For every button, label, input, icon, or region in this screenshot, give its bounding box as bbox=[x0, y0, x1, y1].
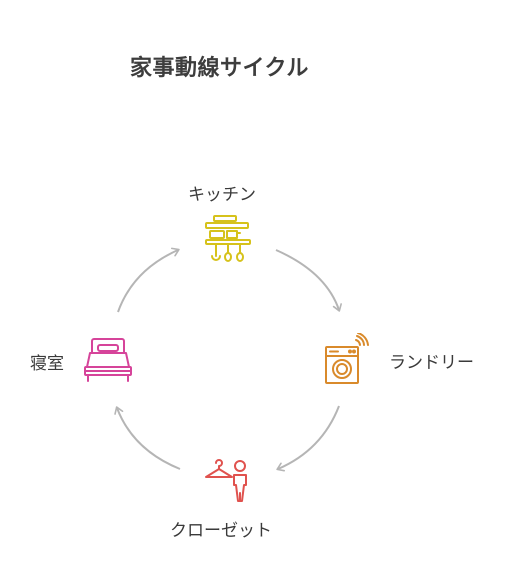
arrow-bedroom-to-kitchen bbox=[117, 247, 180, 313]
hanger-person-icon bbox=[205, 459, 247, 502]
arrow-kitchen-to-laundry bbox=[275, 249, 342, 312]
diagram-title: 家事動線サイクル bbox=[130, 56, 309, 81]
node-label-closet: クローゼット bbox=[170, 521, 272, 541]
kitchen-utensils-icon bbox=[205, 215, 251, 262]
washing-machine-icon bbox=[325, 333, 369, 384]
node-label-bedroom: 寝室 bbox=[30, 354, 64, 374]
arrow-closet-to-bedroom bbox=[114, 406, 181, 470]
node-label-kitchen: キッチン bbox=[188, 185, 256, 205]
arrow-laundry-to-closet bbox=[276, 405, 340, 472]
bed-icon bbox=[84, 338, 132, 382]
node-label-laundry: ランドリー bbox=[389, 353, 474, 373]
